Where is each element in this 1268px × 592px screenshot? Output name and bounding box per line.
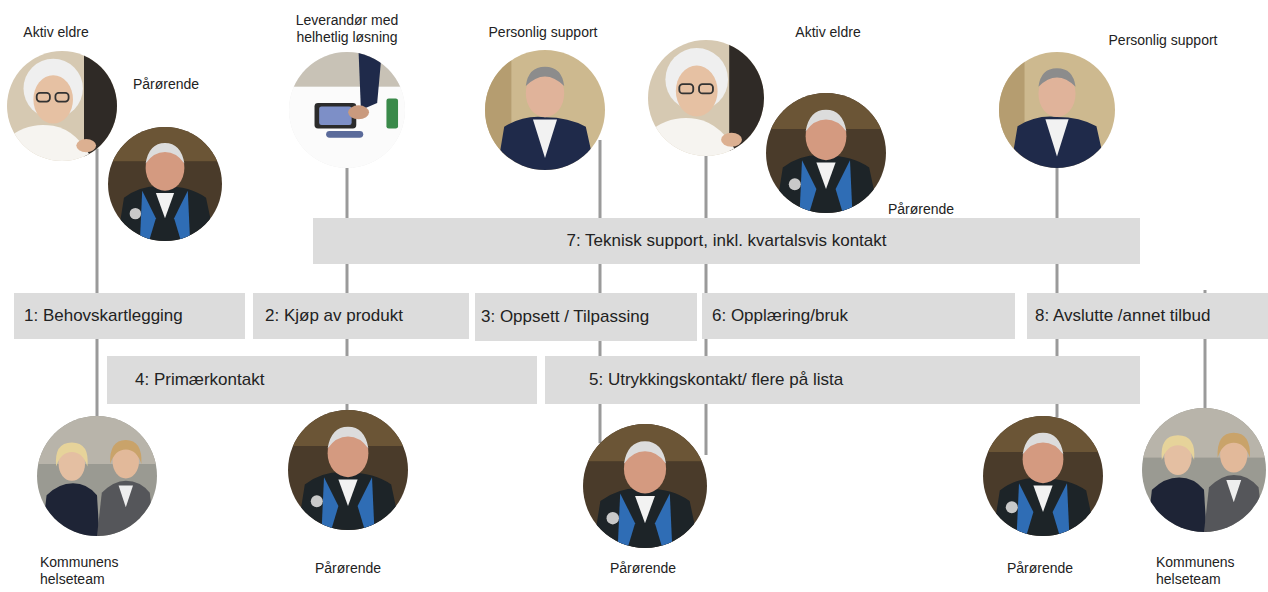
portrait bbox=[1142, 408, 1266, 532]
device-photo-circle bbox=[1149, 184, 1261, 296]
photo-disc bbox=[37, 416, 157, 536]
role-label: Pårørende bbox=[866, 201, 976, 218]
photo-disc bbox=[983, 416, 1103, 536]
role-label: Aktiv eldre bbox=[773, 24, 883, 41]
photo-disc bbox=[999, 52, 1115, 168]
portrait bbox=[485, 50, 605, 170]
role-label: Pårørende bbox=[293, 560, 403, 577]
portrait bbox=[37, 416, 157, 536]
person-circle: Kommunens helseteam bbox=[37, 416, 157, 536]
person-circle: Aktiv eldre bbox=[648, 40, 764, 156]
role-label: Personlig support bbox=[468, 24, 618, 41]
portrait bbox=[766, 93, 886, 213]
phase-label: 5: Utrykkingskontakt/ flere på lista bbox=[589, 370, 843, 390]
person-circle: Leverandør med helhetlig løsning bbox=[289, 52, 405, 168]
portrait bbox=[999, 52, 1115, 168]
portrait-image bbox=[485, 50, 605, 170]
phase-band: 4: Primærkontakt bbox=[107, 356, 537, 404]
role-label: Aktiv eldre bbox=[1, 24, 111, 41]
portrait bbox=[648, 40, 764, 156]
phase-band: 8: Avslutte /annet tilbud bbox=[1027, 293, 1268, 339]
phase-band: 5: Utrykkingskontakt/ flere på lista bbox=[545, 356, 1140, 404]
photo-disc bbox=[648, 40, 764, 156]
role-label: Leverandør med helhetlig løsning bbox=[277, 12, 417, 46]
role-label: Kommunens helseteam bbox=[40, 554, 130, 588]
person-circle: Pårørende bbox=[583, 424, 707, 548]
timeline-line bbox=[96, 148, 99, 416]
photo-disc bbox=[583, 424, 707, 548]
portrait-image bbox=[108, 127, 222, 241]
portrait-image bbox=[288, 410, 408, 530]
phase-label: 6: Opplæring/bruk bbox=[712, 306, 848, 326]
person-circle: Kommunens helseteam bbox=[1142, 408, 1266, 532]
phase-label: 1: Behovskartlegging bbox=[24, 306, 183, 326]
photo-disc bbox=[485, 50, 605, 170]
phase-band: 2: Kjøp av produkt bbox=[253, 293, 469, 339]
portrait bbox=[7, 51, 117, 161]
person-circle: Pårørende bbox=[108, 127, 222, 241]
portrait bbox=[288, 410, 408, 530]
photo-disc bbox=[108, 127, 222, 241]
phase-label: 3: Oppsett / Tilpassing bbox=[481, 307, 649, 327]
portrait bbox=[583, 424, 707, 548]
portrait-image bbox=[289, 52, 405, 168]
role-label: Kommunens helseteam bbox=[1156, 554, 1246, 588]
role-label: Pårørende bbox=[985, 560, 1095, 577]
portrait bbox=[289, 52, 405, 168]
portrait bbox=[108, 127, 222, 241]
person-circle: Pårørende bbox=[288, 410, 408, 530]
portrait-image bbox=[999, 52, 1115, 168]
portrait bbox=[983, 416, 1103, 536]
portrait-image bbox=[583, 424, 707, 548]
portrait-image bbox=[37, 416, 157, 536]
photo-disc bbox=[766, 93, 886, 213]
role-label: Pårørende bbox=[588, 560, 698, 577]
phase-band: 3: Oppsett / Tilpassing bbox=[475, 293, 697, 341]
phase-label: 2: Kjøp av produkt bbox=[265, 306, 403, 326]
person-circle: Personlig support bbox=[485, 50, 605, 170]
person-circle: Pårørende bbox=[983, 416, 1103, 536]
phase-band: 1: Behovskartlegging bbox=[14, 293, 245, 339]
photo-disc bbox=[7, 51, 117, 161]
phase-label: 7: Teknisk support, inkl. kvartalsvis ko… bbox=[567, 231, 887, 251]
photo-disc bbox=[289, 52, 405, 168]
phase-band: 7: Teknisk support, inkl. kvartalsvis ko… bbox=[313, 218, 1140, 264]
role-label: Pårørende bbox=[111, 76, 221, 93]
portrait-image bbox=[7, 51, 117, 161]
portrait-image bbox=[1142, 408, 1266, 532]
person-circle: Aktiv eldre bbox=[7, 51, 117, 161]
phase-label: 8: Avslutte /annet tilbud bbox=[1035, 306, 1210, 326]
portrait-image bbox=[983, 416, 1103, 536]
phase-label: 4: Primærkontakt bbox=[135, 370, 264, 390]
portrait-image bbox=[648, 40, 764, 156]
phase-band: 6: Opplæring/bruk bbox=[702, 293, 1015, 339]
person-circle: Pårørende bbox=[766, 93, 886, 213]
role-label: Personlig support bbox=[1088, 32, 1238, 49]
photo-disc bbox=[1142, 408, 1266, 532]
portrait-image bbox=[766, 93, 886, 213]
photo-disc bbox=[288, 410, 408, 530]
person-circle: Personlig support bbox=[999, 52, 1115, 168]
